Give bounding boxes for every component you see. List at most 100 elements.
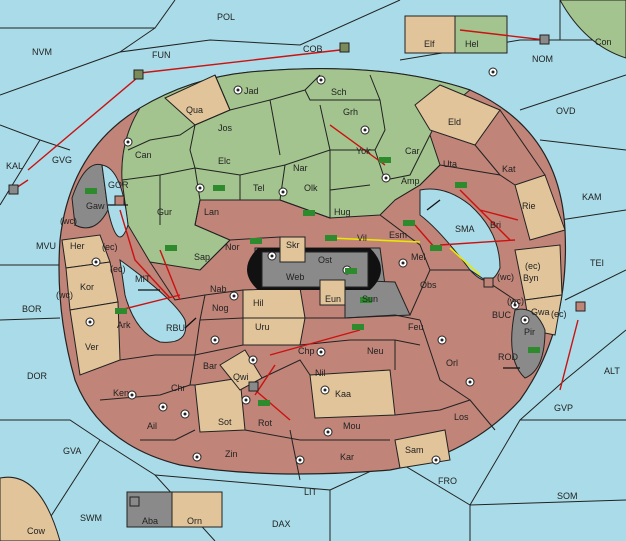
- convoy-arrows: [108, 199, 520, 369]
- label-mou: Mou: [343, 421, 361, 431]
- supply-centers: [85, 67, 530, 465]
- label-alt: ALT: [604, 366, 620, 376]
- label-neu: Neu: [367, 346, 384, 356]
- label-orl: Orl: [446, 358, 458, 368]
- fleet-unit: [8, 184, 19, 195]
- label-zin: Zin: [225, 449, 238, 459]
- label-ec-4: (ec): [551, 309, 567, 319]
- label-byn: Byn: [523, 273, 539, 283]
- lake-sma: [419, 188, 501, 281]
- army-tank: [455, 182, 467, 188]
- label-lan: Lan: [204, 207, 219, 217]
- orders-yellow: [329, 237, 481, 276]
- label-swm: SWM: [80, 513, 102, 523]
- label-con: Con: [595, 37, 612, 47]
- label-gor: GOR: [108, 180, 129, 190]
- label-los: Los: [454, 412, 469, 422]
- label-elc: Elc: [218, 156, 231, 166]
- province-skr-inner[interactable]: [279, 236, 306, 263]
- province-elf[interactable]: [404, 15, 456, 54]
- label-rbu: RBU: [166, 323, 185, 333]
- province-borders: [99, 74, 546, 481]
- label-chp: Chp: [298, 346, 315, 356]
- label-ail: Ail: [147, 421, 157, 431]
- fleet-unit: [129, 496, 140, 507]
- army-tank: [352, 324, 364, 330]
- label-hil: Hil: [253, 298, 264, 308]
- label-rot: Rot: [258, 418, 273, 428]
- label-car: Car: [405, 146, 420, 156]
- label-hug: Hug: [334, 207, 351, 217]
- label-ver: Ver: [85, 342, 99, 352]
- label-kam: KAM: [582, 192, 602, 202]
- army-unit: [133, 69, 144, 80]
- label-hel: Hel: [465, 39, 479, 49]
- label-som: SOM: [557, 491, 578, 501]
- army-tank: [213, 185, 225, 191]
- label-gva: GVA: [63, 446, 81, 456]
- label-qua: Qua: [186, 105, 203, 115]
- units: [8, 34, 586, 507]
- label-mvu: MVU: [36, 241, 56, 251]
- army-tank: [379, 157, 391, 163]
- label-aba: Aba: [142, 516, 158, 526]
- label-jos: Jos: [218, 123, 233, 133]
- label-ec-1: (ec): [102, 242, 118, 252]
- label-gwa: Gwa: [531, 307, 550, 317]
- label-rie: Rie: [522, 201, 536, 211]
- label-her: Her: [70, 241, 85, 251]
- label-web: Web: [286, 272, 304, 282]
- label-nab: Nab: [210, 284, 227, 294]
- fleet-unit: [114, 195, 125, 206]
- label-mel: Mel: [411, 252, 426, 262]
- label-eld: Eld: [448, 117, 461, 127]
- label-sap: Sap: [194, 252, 210, 262]
- army-unit: [339, 42, 350, 53]
- fleet-unit: [248, 381, 259, 392]
- label-nar: Nar: [293, 163, 308, 173]
- label-yok: Yok: [356, 146, 371, 156]
- army-tank: [85, 188, 97, 194]
- label-eun: Eun: [325, 294, 341, 304]
- army-tank: [345, 268, 357, 274]
- province-pir[interactable]: [511, 308, 546, 379]
- label-vil: Vil: [357, 233, 367, 243]
- label-qwi: Qwi: [233, 372, 249, 382]
- label-tel: Tel: [253, 183, 265, 193]
- label-skr: Skr: [286, 240, 300, 250]
- province-uru[interactable]: [242, 317, 306, 346]
- fleet-unit: [483, 277, 494, 288]
- label-ec-2: (ec): [110, 264, 126, 274]
- label-sch: Sch: [331, 87, 347, 97]
- label-obs: Obs: [420, 280, 437, 290]
- label-kaa: Kaa: [335, 389, 351, 399]
- label-fro: FRO: [438, 476, 457, 486]
- label-gvg: GVG: [52, 155, 72, 165]
- label-gvp: GVP: [554, 403, 573, 413]
- province-eun-inner[interactable]: [319, 279, 346, 306]
- label-sma: SMA: [455, 224, 475, 234]
- label-pol: POL: [217, 12, 235, 22]
- label-ken: Ken: [113, 388, 129, 398]
- label-uru: Uru: [255, 322, 270, 332]
- label-kar: Kar: [340, 452, 354, 462]
- label-wc-2: (wc): [56, 290, 73, 300]
- army-tank: [325, 235, 337, 241]
- label-cow: Cow: [27, 526, 46, 536]
- label-kor: Kor: [80, 282, 94, 292]
- label-gaw: Gaw: [86, 201, 105, 211]
- label-kat: Kat: [502, 164, 516, 174]
- province-orn[interactable]: [171, 491, 223, 528]
- label-grh: Grh: [343, 107, 358, 117]
- label-fun: FUN: [152, 50, 171, 60]
- label-bri: Bri: [490, 220, 501, 230]
- label-sot: Sot: [218, 417, 232, 427]
- label-nog: Nog: [212, 303, 229, 313]
- label-uta: Uta: [443, 159, 457, 169]
- province-eld[interactable]: [414, 84, 501, 146]
- label-sam: Sam: [405, 445, 424, 455]
- province-rie[interactable]: [514, 174, 566, 241]
- label-gur: Gur: [157, 207, 172, 217]
